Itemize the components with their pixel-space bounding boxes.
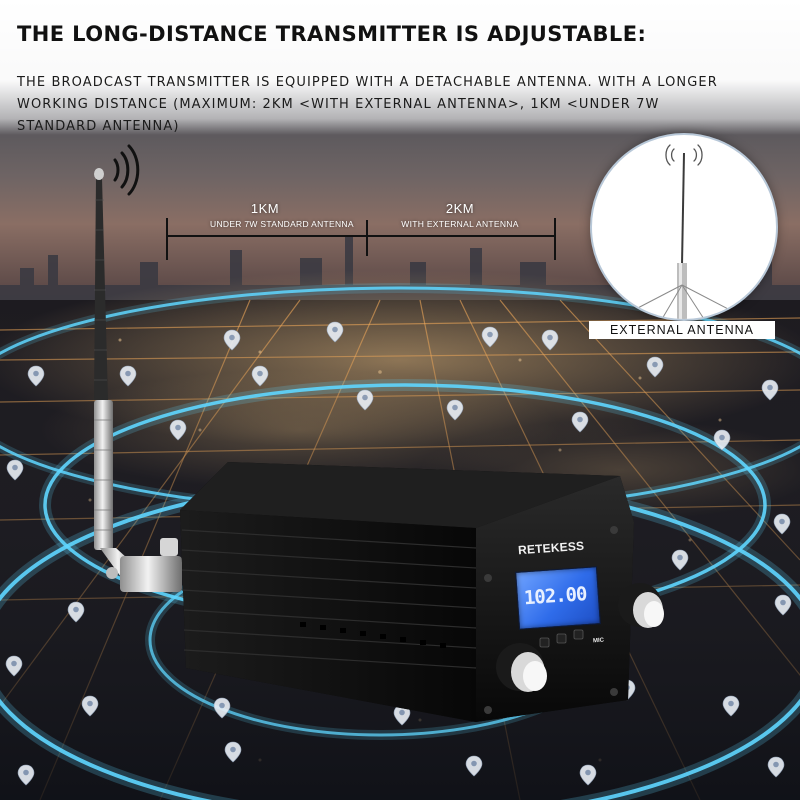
frequency-knob [618,583,664,628]
range-external: 2KM WITH EXTERNAL ANTENNA [385,201,535,229]
external-antenna-inset [590,133,778,321]
range-standard-distance: 1KM [250,201,280,216]
signal-waves-icon [113,144,140,196]
antenna [94,168,182,592]
external-antenna-label: EXTERNAL ANTENNA [589,321,775,339]
page-title: THE LONG-DISTANCE TRANSMITTER IS ADJUSTA… [17,22,647,46]
distance-bar [166,218,556,260]
range-standard: 1KM UNDER 7W STANDARD ANTENNA [210,201,354,229]
range-standard-caption: UNDER 7W STANDARD ANTENNA [210,219,354,229]
transmitter-device [180,462,664,722]
range-external-distance: 2KM [445,201,475,216]
range-external-caption: WITH EXTERNAL ANTENNA [401,219,519,229]
external-antenna-icon [631,144,733,319]
description: THE BROADCAST TRANSMITTER IS EQUIPPED WI… [17,75,718,134]
mic-label: MIC [592,637,605,645]
frequency-readout: 102.00 [523,583,588,610]
lcd-display: 102.00 [515,566,601,630]
volume-knob [496,643,547,692]
header-backdrop [0,0,800,135]
